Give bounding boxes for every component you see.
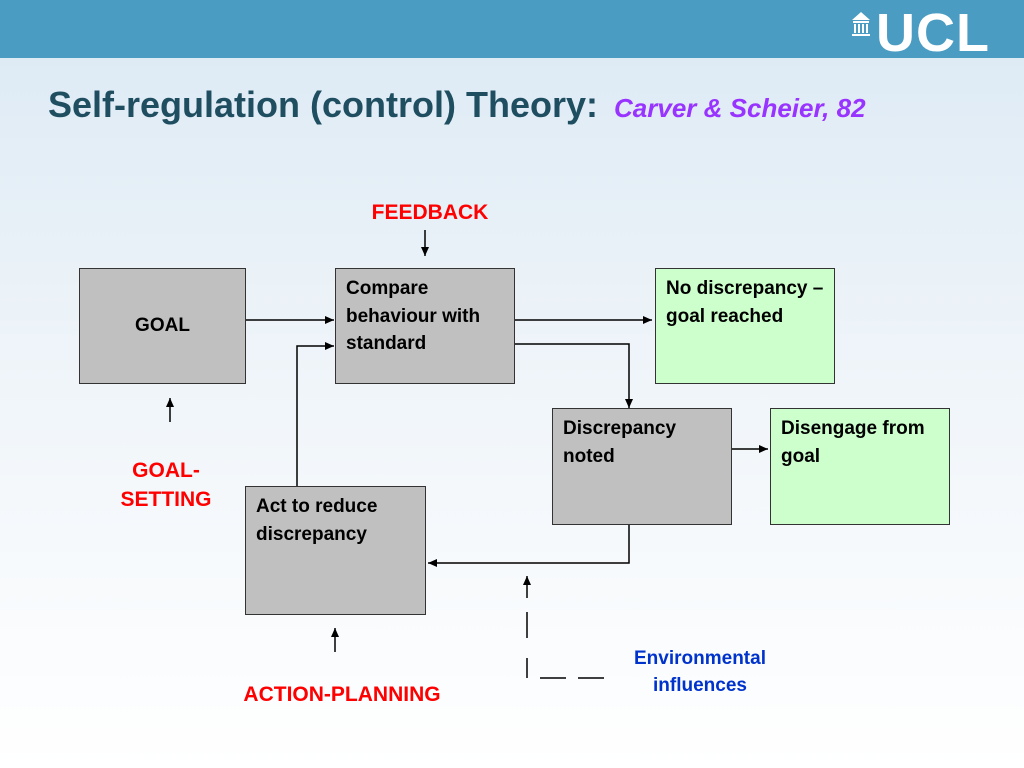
portico-icon xyxy=(852,12,871,36)
discrepancy-box: Discrepancy noted xyxy=(552,408,732,525)
act-box: Act to reduce discrepancy xyxy=(245,486,426,615)
arrow-act-to-compare xyxy=(296,342,334,486)
arrow-discrepancy-to-act xyxy=(428,525,630,567)
goal-box: GOAL xyxy=(79,268,246,384)
arrow-compare-to-discrepancy xyxy=(515,343,633,408)
environmental-influences-label: Environmental influences xyxy=(634,648,766,696)
action-planning-label: ACTION-PLANNING xyxy=(243,683,441,706)
header-bar xyxy=(0,0,1024,58)
slide-title: Self-regulation (control) Theory: Carver… xyxy=(48,84,866,126)
disengage-box: Disengage from goal xyxy=(770,408,950,525)
logo-text: UCL xyxy=(876,3,990,63)
compare-box: Compare behaviour with standard xyxy=(335,268,515,384)
ucl-logo: UCL xyxy=(852,3,990,63)
title-citation: Carver & Scheier, 82 xyxy=(614,93,866,123)
goal-setting-label: GOAL-SETTING xyxy=(120,459,212,512)
feedback-label: FEEDBACK xyxy=(371,201,489,224)
no-discrepancy-box: No discrepancy – goal reached xyxy=(655,268,835,384)
title-text: Self-regulation (control) Theory: xyxy=(48,84,599,125)
